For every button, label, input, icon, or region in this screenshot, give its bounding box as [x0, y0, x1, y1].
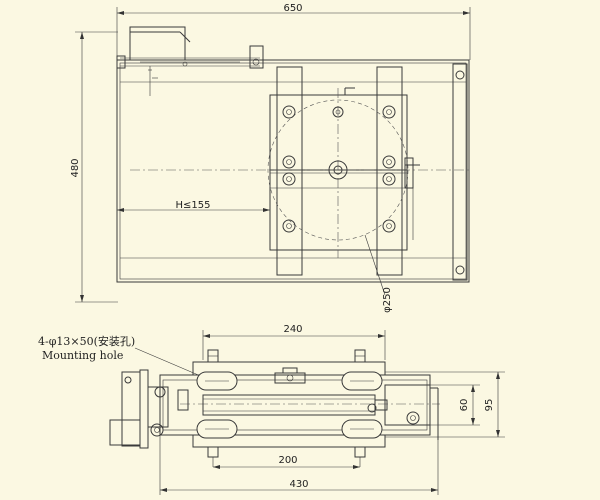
top-bolts: [282, 105, 396, 233]
top-view: 650 480: [70, 3, 471, 313]
dim-width-label: 650: [283, 3, 302, 14]
dim-height-label: 480: [70, 158, 81, 177]
dim-95-label: 95: [484, 399, 495, 412]
side-bottom-bolts: [207, 446, 366, 467]
dim-60-label: 60: [459, 399, 470, 412]
dim-wheel-label: φ250: [382, 287, 393, 313]
mount-hole-label-en: Mounting hole: [42, 349, 123, 362]
dim-430-label: 430: [289, 479, 308, 490]
side-view: 240 4-φ13×50(安装孔) Mounting hole: [38, 324, 505, 495]
side-top-bolts: [207, 349, 366, 363]
dim-240-label: 240: [283, 324, 302, 335]
dim-stroke-label: H≤155: [176, 200, 211, 211]
dim-200-label: 200: [278, 455, 297, 466]
mount-hole-label: 4-φ13×50(安装孔): [38, 334, 135, 348]
